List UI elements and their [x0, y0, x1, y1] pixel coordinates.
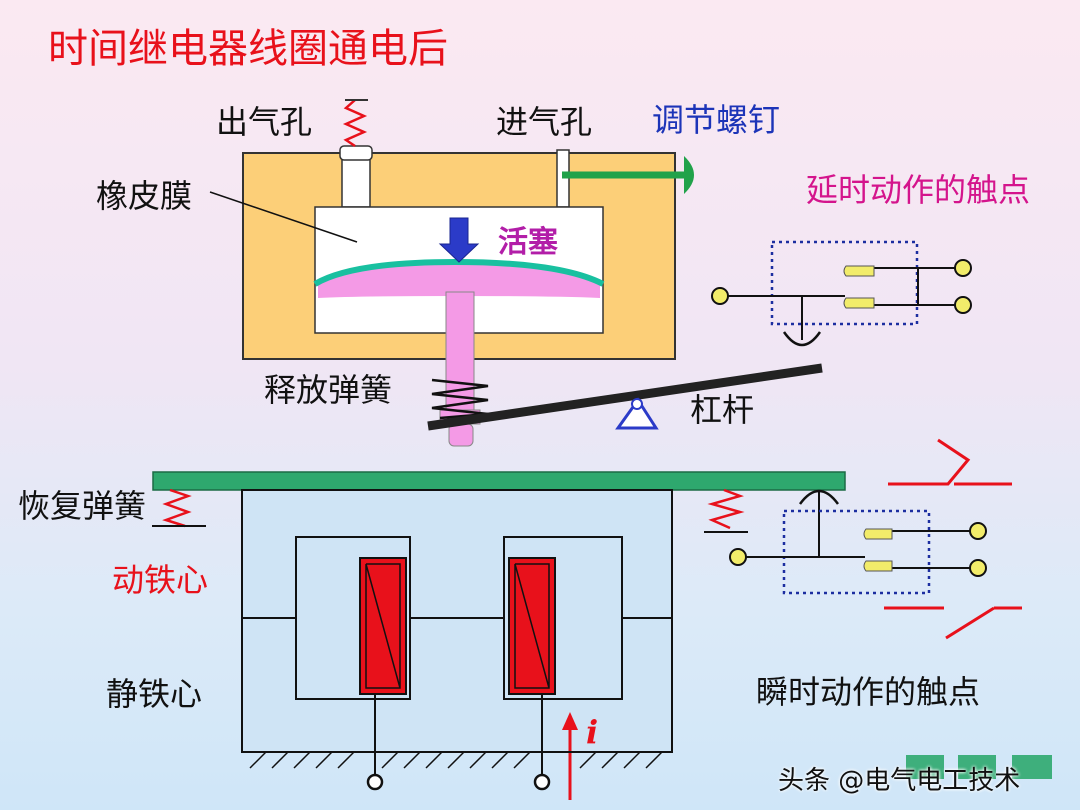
delay-contact-symbol-upper [888, 438, 971, 486]
return-spring-left [162, 488, 192, 528]
instant-contact-symbol-lower-blade [945, 606, 995, 640]
watermark: 头条 @电气电工技术 [778, 766, 1021, 796]
instant-terminal-1 [969, 522, 987, 540]
page-title: 时间继电器线圈通电后 [48, 26, 448, 72]
lever-bar [427, 363, 823, 431]
coil-terminal-left [366, 773, 384, 791]
label-instant-contacts: 瞬时动作的触点 [756, 673, 981, 711]
watermark-block-2 [958, 755, 996, 779]
instant-contact-tip-1 [863, 528, 893, 540]
lever-pivot-pin [631, 398, 643, 410]
coil-terminal-right [533, 773, 551, 791]
label-delay-contacts: 延时动作的触点 [806, 171, 1031, 209]
instant-terminal-common [729, 548, 747, 566]
instant-terminal-2 [969, 559, 987, 577]
adjust-screw-head [684, 156, 694, 194]
delay-terminal-1 [954, 259, 972, 277]
label-air-inlet: 进气孔 [496, 103, 593, 141]
current-arrow-icon [562, 712, 578, 730]
label-static-core: 静铁心 [106, 675, 203, 713]
delay-contact-tip-1 [843, 265, 875, 277]
ground-hatch [242, 751, 672, 769]
lever-pivot-icon [615, 397, 659, 430]
label-moving-core: 动铁心 [112, 561, 209, 599]
instant-contacts-box [782, 509, 931, 595]
label-lever: 杠杆 [690, 391, 755, 429]
membrane-leader-line [209, 191, 358, 243]
coil-left-cross [365, 563, 401, 689]
air-outlet-valve [339, 145, 373, 161]
down-arrow-icon [438, 217, 480, 263]
piston-head [318, 262, 600, 298]
delay-pushrod-cup [782, 331, 822, 347]
piston-rod-tip [448, 423, 474, 447]
label-air-outlet: 出气孔 [216, 103, 313, 141]
armature-bar [152, 471, 846, 491]
label-return-spring: 恢复弹簧 [18, 487, 147, 525]
label-piston: 活塞 [498, 225, 558, 260]
delay-terminal-2 [954, 296, 972, 314]
delay-contacts-box [770, 240, 919, 326]
delay-contact-tip-2 [843, 297, 875, 309]
watermark-block-3 [1012, 755, 1052, 779]
label-rubber-membrane: 橡皮膜 [96, 177, 193, 215]
return-spring-right [707, 488, 745, 530]
outlet-spring [342, 99, 368, 148]
delay-terminal-common [711, 287, 729, 305]
label-release-spring: 释放弹簧 [264, 371, 393, 409]
label-current: i [586, 713, 599, 751]
watermark-block-1 [906, 755, 944, 779]
instant-contact-tip-2 [863, 560, 893, 572]
coil-right-cross [514, 563, 550, 689]
rubber-membrane [313, 258, 605, 287]
label-adjust-screw: 调节螺钉 [652, 101, 781, 139]
